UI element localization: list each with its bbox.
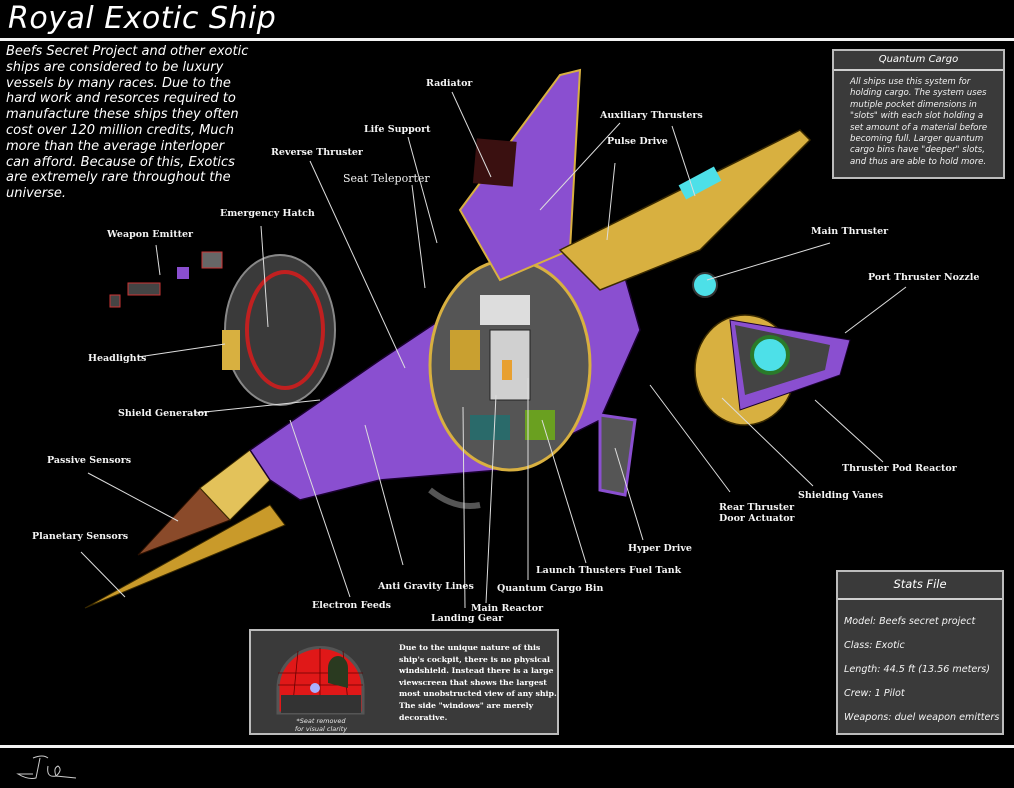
cockpit-caption: *Seat removed for visual clarity xyxy=(281,717,361,733)
artist-signature xyxy=(16,755,77,779)
stats-file-heading: Stats File xyxy=(838,572,1002,600)
stats-file-panel: Stats File Model: Beefs secret project C… xyxy=(836,570,1004,735)
label-seat-teleporter: Seat Teleporter xyxy=(343,172,430,185)
tail-fin xyxy=(458,68,582,282)
label-anti-gravity-lines: Anti Gravity Lines xyxy=(378,581,474,592)
quantum-cargo-heading: Quantum Cargo xyxy=(834,51,1003,71)
label-weapon-emitter: Weapon Emitter xyxy=(107,229,194,240)
label-quantum-cargo-bin: Quantum Cargo Bin xyxy=(497,583,604,594)
emergency-hatch-wheel xyxy=(224,254,336,406)
planetary-sensor-spike xyxy=(84,504,286,609)
stats-row-crew: Crew: 1 Pilot xyxy=(844,688,905,699)
intro-paragraph: Beefs Secret Project and other exotic sh… xyxy=(6,44,249,202)
quantum-cargo-panel: Quantum Cargo All ships use this system … xyxy=(832,49,1005,179)
label-radiator: Radiator xyxy=(426,78,473,89)
fuselage xyxy=(248,249,641,501)
label-port-thruster-nozzle: Port Thruster Nozzle xyxy=(868,272,980,283)
label-shielding-vanes: Shielding Vanes xyxy=(798,490,884,501)
label-life-support: Life Support xyxy=(364,124,431,135)
label-passive-sensors: Passive Sensors xyxy=(47,455,132,466)
weapon-emitter-part xyxy=(109,294,121,308)
cockpit-caption-line1: *Seat removed xyxy=(296,717,346,725)
label-rear-thruster-line1: Rear Thruster xyxy=(719,502,795,513)
stats-row-model: Model: Beefs secret project xyxy=(844,616,976,627)
cockpit-caption-line2: for visual clarity xyxy=(294,725,348,733)
label-shield-generator: Shield Generator xyxy=(118,408,209,419)
label-landing-gear: Landing Gear xyxy=(431,613,504,624)
cockpit-note-panel: *Seat removed for visual clarity Due to … xyxy=(249,629,559,735)
label-launch-thrusters-fuel-tank: Launch Thusters Fuel Tank xyxy=(536,565,682,576)
bottom-divider xyxy=(0,745,1014,748)
stats-row-length: Length: 44.5 ft (13.56 meters) xyxy=(844,664,990,675)
label-emergency-hatch: Emergency Hatch xyxy=(220,208,315,219)
nose-gold-ring xyxy=(199,449,271,521)
label-thruster-pod-reactor: Thruster Pod Reactor xyxy=(842,463,957,474)
label-main-reactor: Main Reactor xyxy=(471,603,544,614)
title-divider xyxy=(0,38,1014,41)
hyper-drive-panel xyxy=(598,413,637,497)
stats-row-weapons: Weapons: duel weapon emitters xyxy=(844,712,1000,723)
cockpit-note-text: Due to the unique nature of this ship's … xyxy=(399,643,557,722)
label-auxiliary-thrusters: Auxiliary Thrusters xyxy=(600,110,703,121)
quantum-cargo-body: All ships use this system for holding ca… xyxy=(850,77,988,167)
page-title: Royal Exotic Ship xyxy=(8,1,277,36)
label-pulse-drive: Pulse Drive xyxy=(607,136,668,147)
label-rear-thruster-line2: Door Actuator xyxy=(719,513,795,524)
label-hyper-drive: Hyper Drive xyxy=(628,543,692,554)
label-headlights: Headlights xyxy=(88,353,147,364)
cockpit-sphere xyxy=(428,258,592,472)
label-planetary-sensors: Planetary Sensors xyxy=(32,531,129,542)
gold-wing xyxy=(558,129,812,291)
passive-sensor-cone xyxy=(137,487,231,556)
cockpit-viewscreen-illustration xyxy=(276,646,365,715)
label-rear-thruster-door-actuator: Rear Thruster Door Actuator xyxy=(719,502,795,524)
label-reverse-thruster: Reverse Thruster xyxy=(271,147,363,158)
label-main-thruster: Main Thruster xyxy=(811,226,889,237)
stats-row-class: Class: Exotic xyxy=(844,640,905,651)
label-electron-feeds: Electron Feeds xyxy=(312,600,391,611)
thruster-pod xyxy=(694,314,796,426)
